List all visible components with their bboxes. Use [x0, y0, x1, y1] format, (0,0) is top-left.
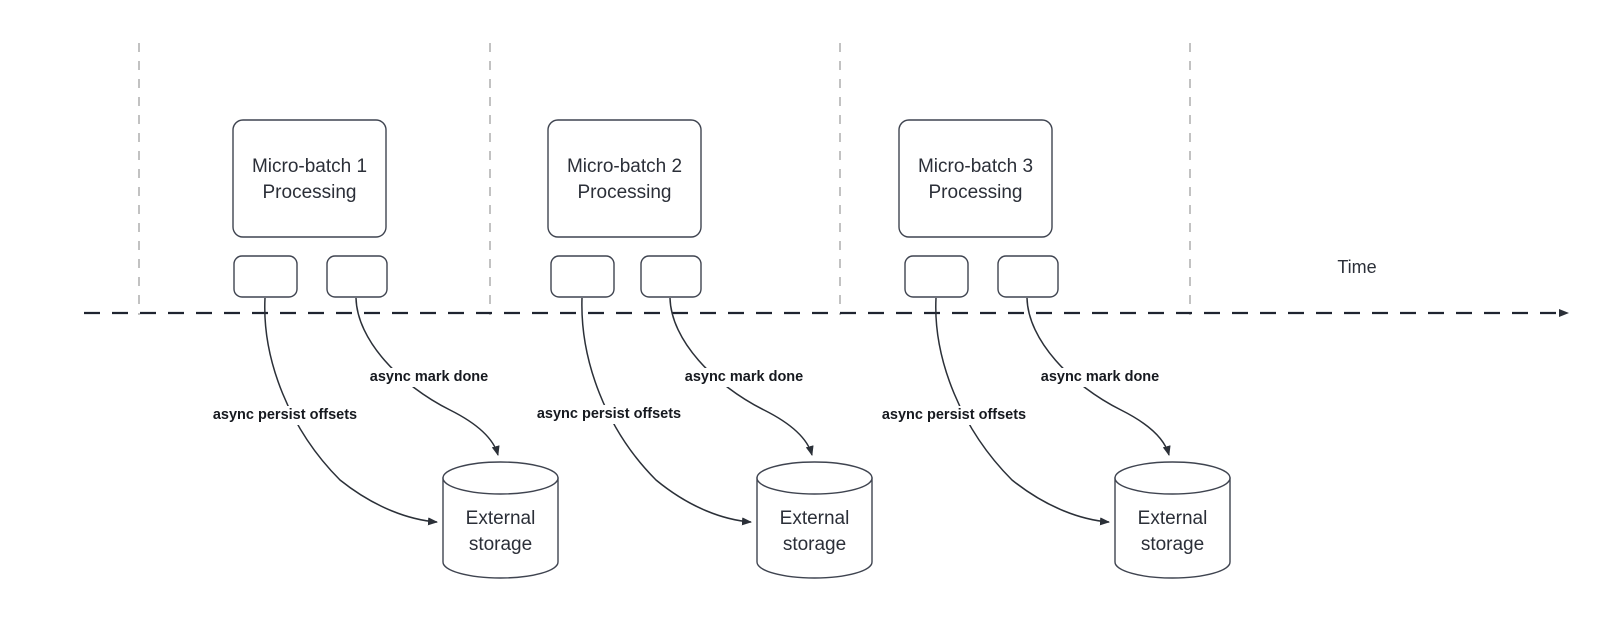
external-storage-label-line1: External	[466, 508, 536, 529]
external-storage-label-line1: External	[1138, 508, 1208, 529]
micro-batch-label-line1: Micro-batch 2	[567, 156, 682, 177]
async-persist-offsets-arrow	[581, 297, 752, 526]
mark-done-task-box[interactable]	[997, 255, 1059, 298]
micro-batch-label-line2: Processing	[263, 182, 357, 203]
async-persist-offsets-label: async persist offsets	[213, 407, 357, 423]
async-mark-done-arrow	[669, 297, 814, 456]
mark-done-task-box[interactable]	[640, 255, 702, 298]
persist-offsets-task-box[interactable]	[550, 255, 615, 298]
cylinder-top	[756, 461, 873, 495]
micro-batch-label-line1: Micro-batch 1	[252, 156, 367, 177]
async-mark-done-arrow	[1026, 297, 1171, 456]
async-persist-offsets-label: async persist offsets	[537, 406, 681, 422]
micro-batch-label-line2: Processing	[578, 182, 672, 203]
async-persist-offsets-label-backdrop	[202, 406, 368, 425]
external-storage-cylinder[interactable]	[756, 461, 873, 579]
persist-offsets-task-box[interactable]	[904, 255, 969, 298]
cylinder-body	[1114, 477, 1231, 579]
cylinder-body	[756, 477, 873, 579]
async-mark-done-label-backdrop	[1039, 368, 1161, 387]
micro-batch-box[interactable]	[232, 119, 387, 238]
async-mark-done-label: async mark done	[685, 369, 803, 385]
flow-arrows	[264, 297, 1171, 526]
time-axis-label: Time	[1337, 257, 1376, 277]
cylinder-body	[442, 477, 559, 579]
external-storage-label-line2: storage	[783, 534, 846, 555]
cylinder-top	[442, 461, 559, 495]
micro-batch-box[interactable]	[898, 119, 1053, 238]
external-storage-label-line2: storage	[1141, 534, 1204, 555]
external-storage-label-line2: storage	[469, 534, 532, 555]
cylinder-top	[1114, 461, 1231, 495]
async-mark-done-arrow	[355, 297, 500, 456]
async-persist-offsets-label-backdrop	[871, 406, 1037, 425]
micro-batch-label-line2: Processing	[929, 182, 1023, 203]
async-persist-offsets-arrow	[264, 297, 438, 526]
async-mark-done-label-backdrop	[368, 368, 490, 387]
timeline-axis: Time	[84, 257, 1569, 317]
diagram-nodes: Micro-batch 1ProcessingExternalstorageMi…	[232, 119, 1231, 579]
async-mark-done-label: async mark done	[370, 369, 488, 385]
async-persist-offsets-label: async persist offsets	[882, 407, 1026, 423]
async-persist-offsets-label-backdrop	[526, 405, 692, 424]
async-mark-done-label: async mark done	[1041, 369, 1159, 385]
persist-offsets-task-box[interactable]	[233, 255, 298, 298]
async-mark-done-label-backdrop	[683, 368, 805, 387]
micro-batch-box[interactable]	[547, 119, 702, 238]
async-persist-offsets-arrow	[935, 297, 1110, 526]
micro-batch-label-line1: Micro-batch 3	[918, 156, 1033, 177]
flow-labels: async persist offsets async mark done asyn…	[202, 368, 1161, 425]
external-storage-cylinder[interactable]	[1114, 461, 1231, 579]
external-storage-label-line1: External	[780, 508, 850, 529]
external-storage-cylinder[interactable]	[442, 461, 559, 579]
mark-done-task-box[interactable]	[326, 255, 388, 298]
